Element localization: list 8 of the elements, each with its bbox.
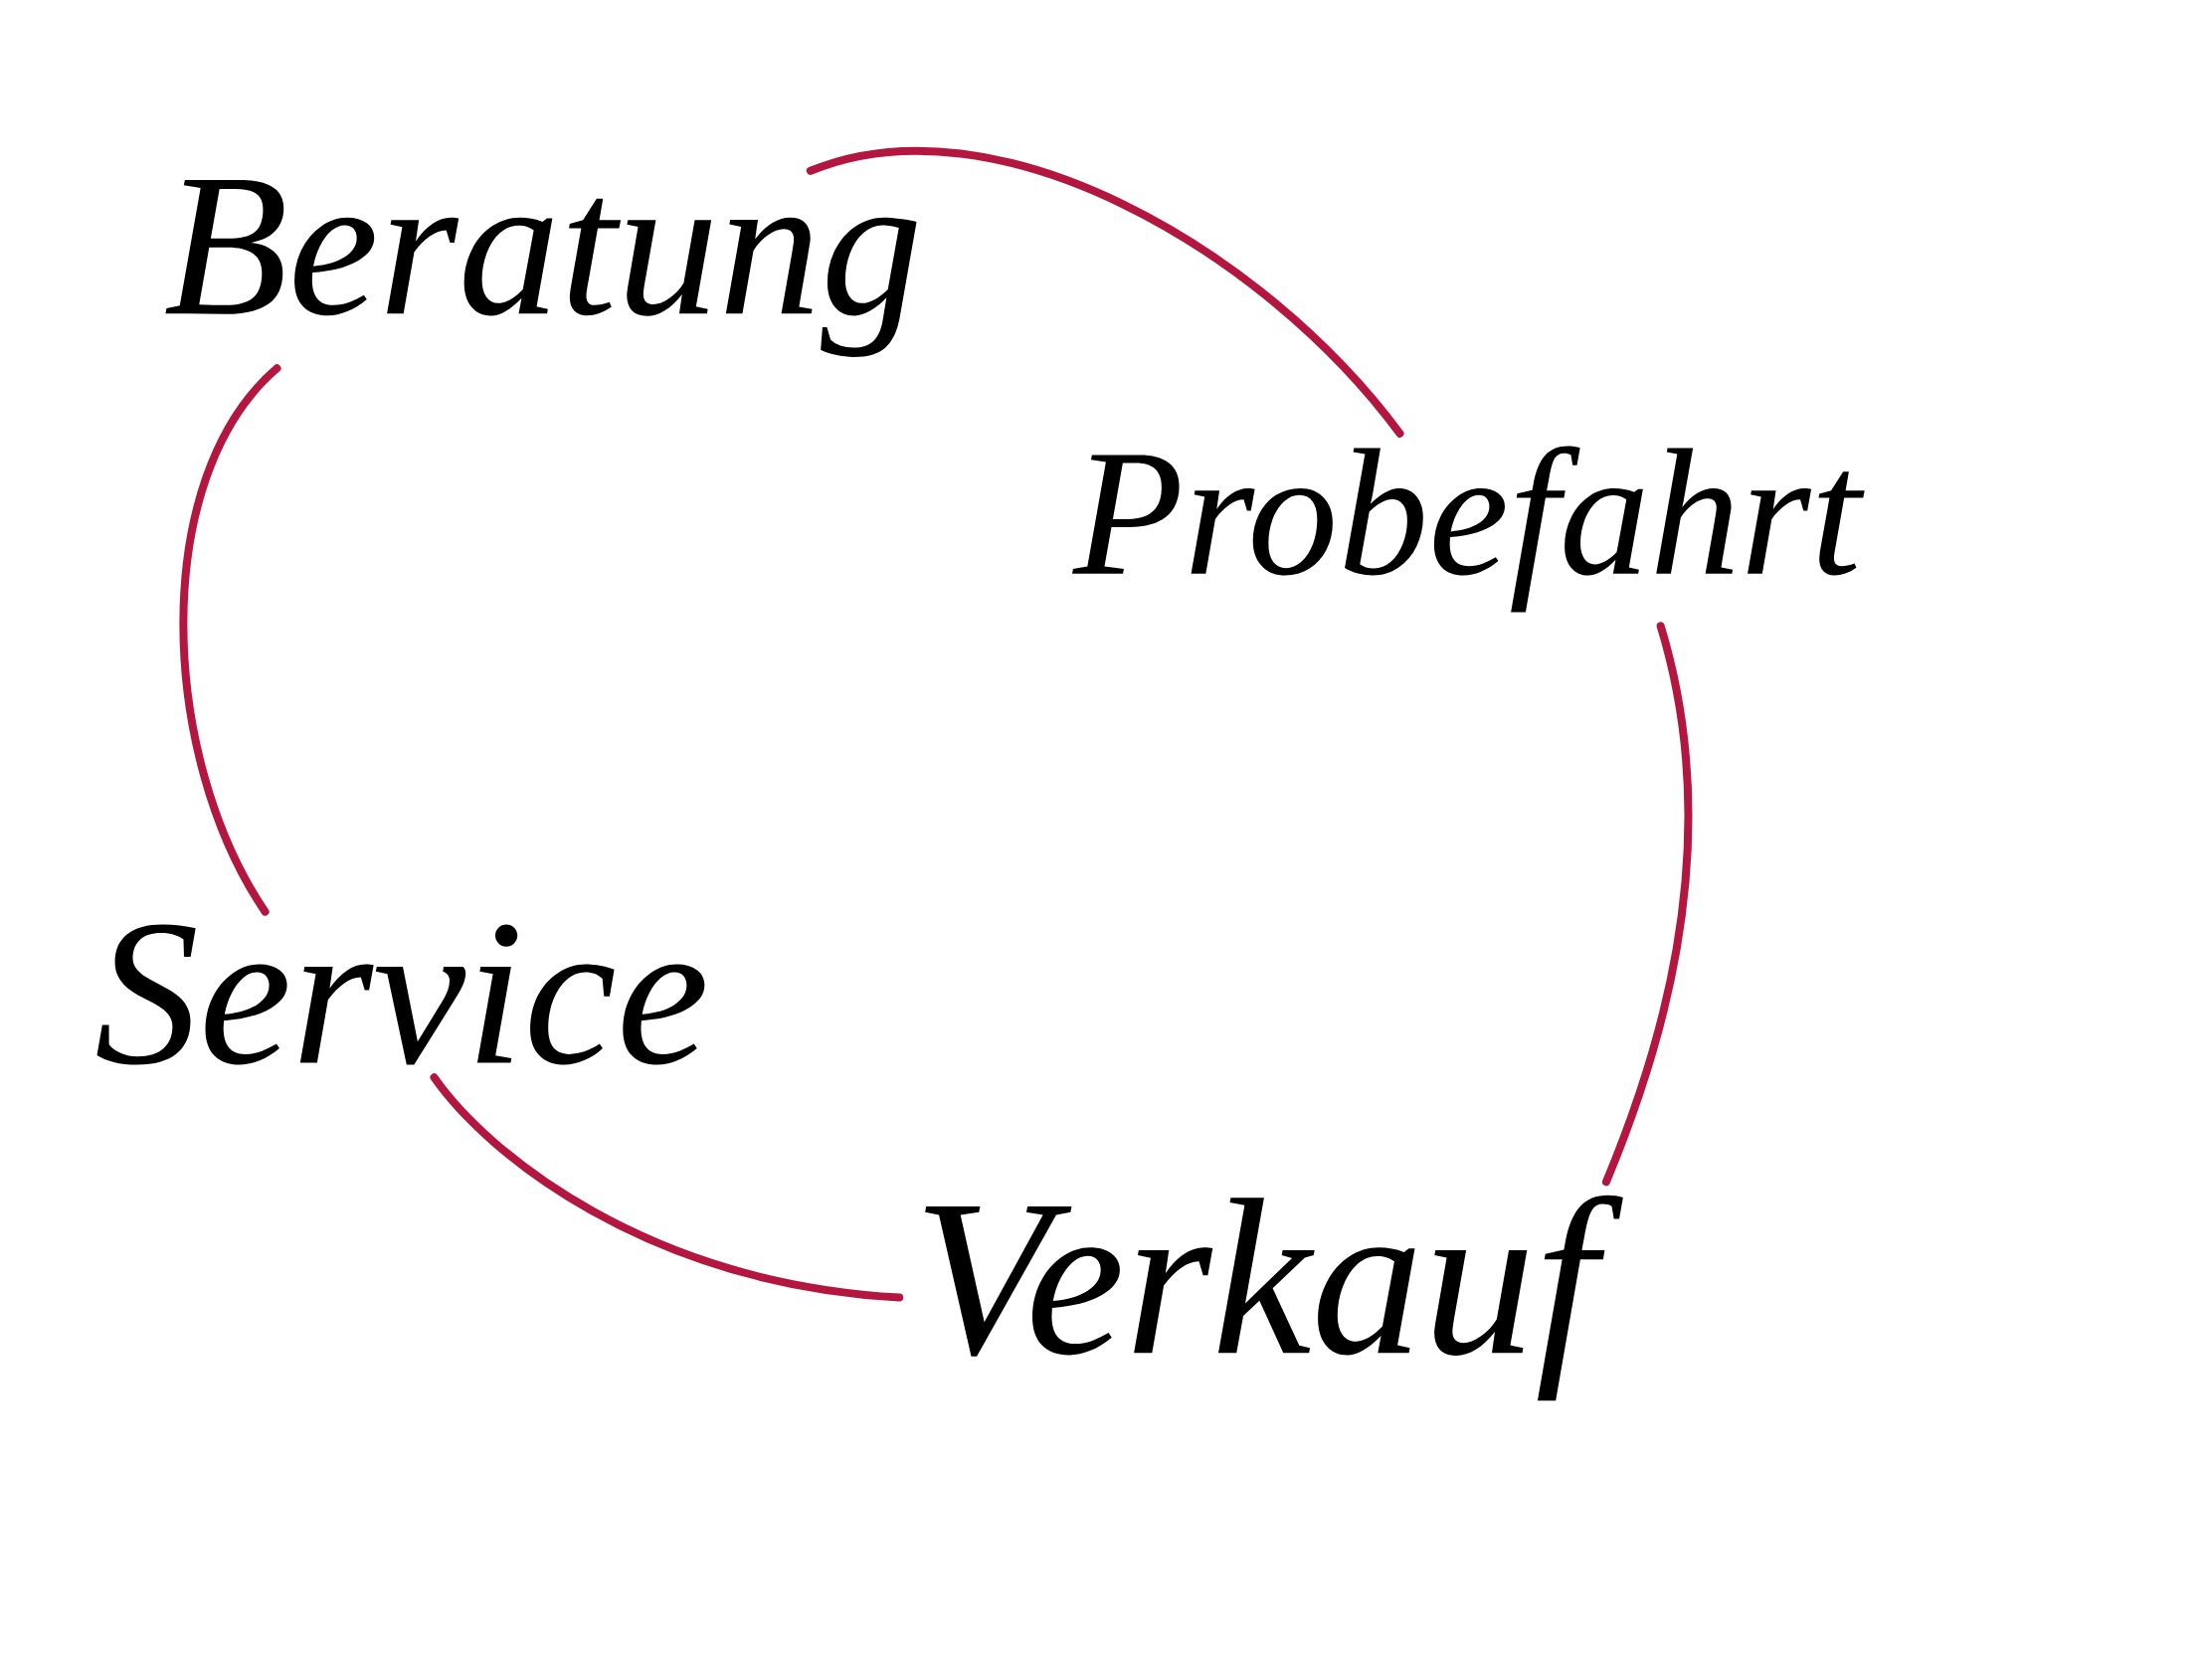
stage-label: Service — [96, 924, 705, 1065]
connector-arc — [806, 146, 1404, 438]
stage-label: Verkauf — [925, 1195, 1623, 1401]
stage-label: Beratung — [165, 180, 917, 357]
connector-arc — [179, 364, 281, 916]
connector-arc — [430, 1073, 904, 1302]
stage-label: Probefahrt — [1072, 446, 1865, 613]
connector-arc — [1601, 622, 1693, 1187]
